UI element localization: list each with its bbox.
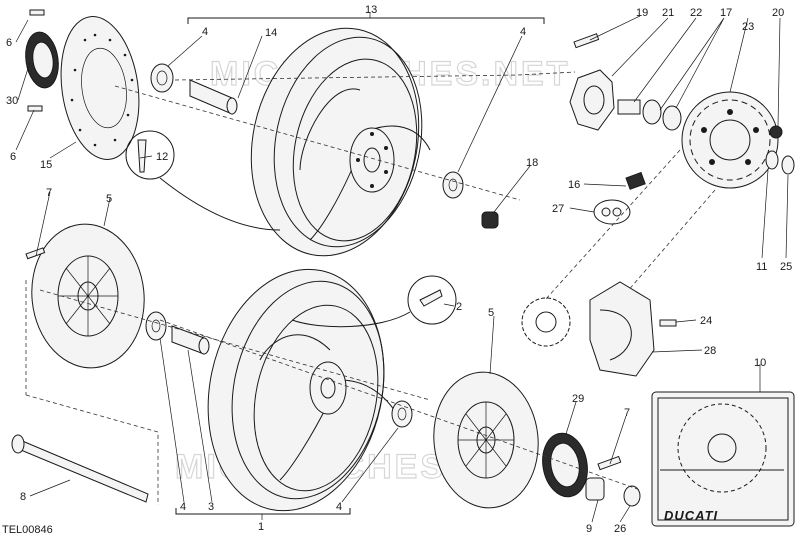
callout-15: 15 xyxy=(40,159,52,171)
spacer-3 xyxy=(171,325,210,355)
screw-24 xyxy=(659,319,677,327)
callout-3: 3 xyxy=(208,501,214,513)
front-axle-8 xyxy=(11,434,149,503)
rear-wheel xyxy=(250,27,431,257)
rear-brake-disc xyxy=(60,16,140,160)
rear-sprocket xyxy=(681,91,779,189)
callout-labels: 13 14 4 4 6 30 6 15 12 19 21 22 17 20 23… xyxy=(6,4,792,535)
callout-4-b: 4 xyxy=(520,26,526,38)
front-wheel xyxy=(207,268,401,512)
callout-2: 2 xyxy=(456,301,462,313)
callout-13: 13 xyxy=(365,4,377,16)
callout-14: 14 xyxy=(265,27,277,39)
stud-bolt-19 xyxy=(573,33,600,49)
callout-21: 21 xyxy=(662,7,674,19)
bearing-right-front xyxy=(391,400,413,428)
callout-12: 12 xyxy=(156,151,168,163)
callout-29: 29 xyxy=(572,393,584,405)
nut-26 xyxy=(623,485,641,507)
callout-17: 17 xyxy=(720,7,732,19)
spacer-18 xyxy=(481,211,499,229)
callout-4-d: 4 xyxy=(336,501,342,513)
callout-16: 16 xyxy=(568,179,580,191)
bracket-13 xyxy=(187,17,545,24)
leader-lines xyxy=(15,12,789,523)
sprocket-flange xyxy=(569,69,615,131)
callout-8: 8 xyxy=(20,491,26,503)
chain-link-27 xyxy=(593,199,631,225)
inset-logo: DUCATI xyxy=(664,508,718,523)
callout-30: 30 xyxy=(6,95,18,107)
callout-7-b: 7 xyxy=(624,407,630,419)
screw-7-right xyxy=(597,455,622,471)
callout-9: 9 xyxy=(586,523,592,535)
bearing-right-top xyxy=(442,171,464,199)
callout-27: 27 xyxy=(552,203,564,215)
callout-6-b: 6 xyxy=(10,151,16,163)
bracket-1 xyxy=(175,508,351,515)
callout-11: 11 xyxy=(756,261,767,273)
tone-wheel-29 xyxy=(542,432,588,498)
callout-4-a: 4 xyxy=(202,26,208,38)
callout-18: 18 xyxy=(526,157,538,169)
screw-top xyxy=(29,9,45,16)
callout-20: 20 xyxy=(772,7,784,19)
callout-19: 19 xyxy=(636,7,648,19)
sprocket-cover-28 xyxy=(589,281,655,377)
front-brake-disc-right xyxy=(433,371,539,509)
bearing-left-front xyxy=(145,311,167,341)
bush-21-22 xyxy=(617,99,682,131)
chain-joint-16 xyxy=(625,171,646,190)
spacer-top xyxy=(189,79,238,115)
rear-disc-carrier xyxy=(25,31,59,89)
callout-1: 1 xyxy=(258,521,264,533)
bearing-left-top xyxy=(150,63,174,93)
callout-23: 23 xyxy=(742,21,754,33)
callout-10: 10 xyxy=(754,357,766,369)
callout-4-c: 4 xyxy=(180,501,186,513)
callout-7-a: 7 xyxy=(46,187,52,199)
screw-bottom xyxy=(27,105,43,112)
callout-5-b: 5 xyxy=(488,307,494,319)
diagram-code: TEL00846 xyxy=(2,524,53,536)
front-sprocket xyxy=(521,297,571,347)
valve-bottom xyxy=(291,275,457,328)
nut-25 xyxy=(781,155,795,175)
valve-top xyxy=(125,130,281,231)
washer-11 xyxy=(765,150,779,170)
inset-kit-10 xyxy=(651,391,795,527)
callout-26: 26 xyxy=(614,523,626,535)
front-brake-disc-left xyxy=(31,223,145,369)
callout-28: 28 xyxy=(704,345,716,357)
callout-22: 22 xyxy=(690,7,702,19)
callout-5-a: 5 xyxy=(106,193,112,205)
callout-6-a: 6 xyxy=(6,37,12,49)
nut-20 xyxy=(769,125,783,139)
spacer-9 xyxy=(585,477,605,501)
callout-25: 25 xyxy=(780,261,792,273)
callout-24: 24 xyxy=(700,315,712,327)
